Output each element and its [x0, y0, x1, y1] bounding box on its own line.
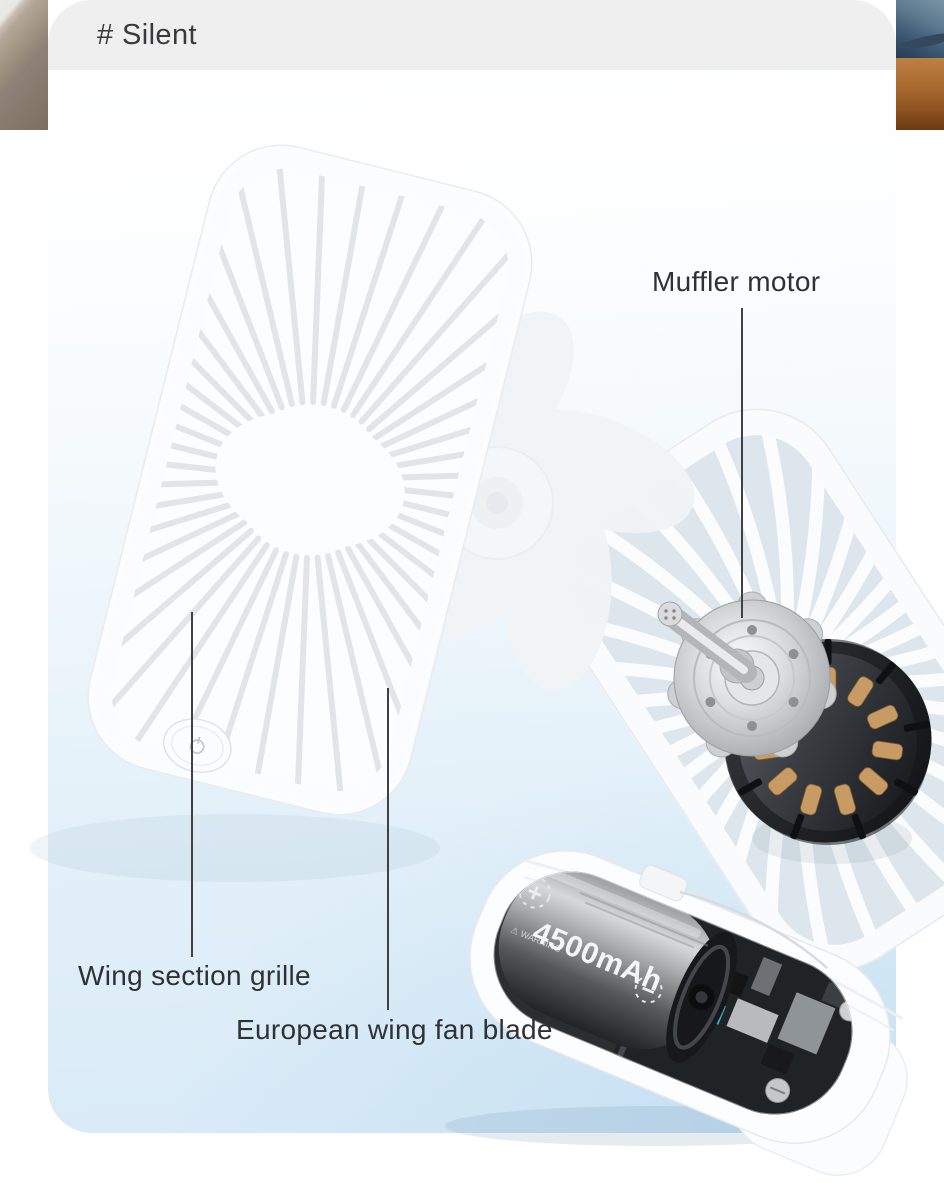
wing-section-grille-label: Wing section grille: [78, 960, 311, 991]
section-header: # Silent: [48, 0, 896, 70]
muffler-motor-callout-line: [741, 308, 743, 618]
denim-photo: [896, 0, 944, 58]
fan-blade-callout-line: [387, 688, 389, 1010]
section-title: # Silent: [97, 18, 197, 51]
muffler-motor-label: Muffler motor: [652, 266, 821, 297]
brand-logo-fragment: IFE: [87, 655, 118, 685]
european-wing-fan-blade-label: European wing fan blade: [236, 1014, 553, 1045]
photo-fragment-table-corner: [0, 0, 48, 130]
wood-photo: [896, 58, 944, 130]
photo-fragment-person: [896, 0, 944, 130]
wing-grille-callout-line: [191, 612, 193, 957]
